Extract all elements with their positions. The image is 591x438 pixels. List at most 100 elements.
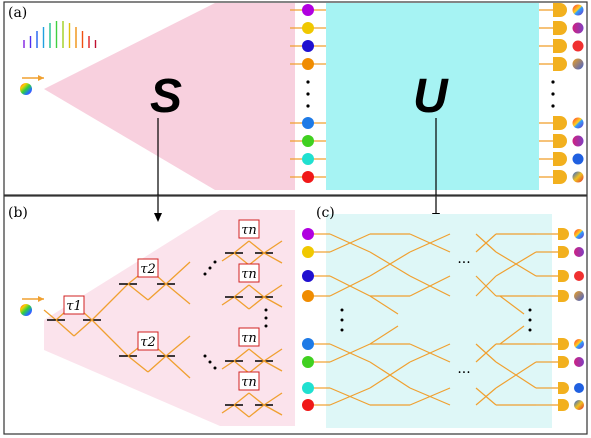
waveguide-line xyxy=(233,348,250,362)
panel-a-label: (a) xyxy=(8,5,27,21)
waveguide-line xyxy=(91,319,129,357)
panel-bc: (b) (c) τ1 τ2 τ2 τn τn xyxy=(3,195,588,435)
waveguide-line xyxy=(221,296,235,306)
waveguide-line xyxy=(263,392,283,406)
mesh-waveguide xyxy=(329,387,371,406)
waveguide-line xyxy=(233,404,250,418)
panel-b-label: (b) xyxy=(8,205,28,221)
detector-icon xyxy=(553,39,567,53)
mode-dot xyxy=(302,382,314,394)
ellipsis-dot xyxy=(213,366,217,370)
mode-dot xyxy=(302,246,314,258)
svg-text:τ1: τ1 xyxy=(66,299,81,314)
mode-dot xyxy=(302,171,314,183)
detector-icon xyxy=(558,228,569,240)
mixed-color-mode-icon xyxy=(572,117,584,129)
waveguide-line xyxy=(263,284,283,298)
mode-dot xyxy=(302,153,314,165)
mixed-color-mode-icon xyxy=(574,247,584,257)
mode-dot xyxy=(302,40,314,52)
svg-text:τ2: τ2 xyxy=(140,335,155,350)
waveguide-line xyxy=(233,240,250,254)
mesh-waveguide xyxy=(475,343,497,363)
mode-dot xyxy=(302,117,314,129)
mesh-waveguide xyxy=(409,233,451,253)
waveguide-line xyxy=(263,404,283,416)
interferometer-region xyxy=(326,214,552,428)
mesh-waveguide xyxy=(475,275,497,297)
mixed-color-mode-icon xyxy=(574,400,584,410)
detector-icon xyxy=(558,246,569,258)
delay-taun-1: τn xyxy=(238,219,260,239)
waveguide-line xyxy=(233,296,250,310)
waveguide-line xyxy=(43,309,57,321)
detector-icon xyxy=(558,399,569,411)
waveguide-line xyxy=(248,252,265,266)
mixed-color-mode-icon xyxy=(572,153,584,165)
delay-tau1: τ1 xyxy=(63,295,85,315)
svg-text:τn: τn xyxy=(241,375,257,390)
ellipsis-dot xyxy=(203,354,207,358)
mode-dots-bc xyxy=(302,228,584,411)
mesh-waveguide xyxy=(369,251,411,277)
waveguide-line xyxy=(147,355,167,373)
detector-icon xyxy=(553,134,567,148)
waveguide-line xyxy=(263,348,283,362)
waveguide-line xyxy=(248,404,265,418)
mode-dot xyxy=(302,228,314,240)
detector-icon xyxy=(558,338,569,350)
waveguide-line xyxy=(233,284,250,298)
waveguide-line xyxy=(248,348,265,362)
detector-icon xyxy=(553,57,567,71)
mixed-color-mode-icon xyxy=(574,229,584,239)
squeezer-symbol: S xyxy=(150,70,182,123)
ellipsis-dot xyxy=(208,360,212,364)
detector-icon xyxy=(558,382,569,394)
vertical-ellipsis-dot xyxy=(306,80,310,84)
mode-dot xyxy=(302,22,314,34)
ellipsis-dot xyxy=(264,316,268,320)
detector-icon xyxy=(558,270,569,282)
waveguide-line xyxy=(263,296,283,308)
vertical-ellipsis-dot xyxy=(528,328,532,332)
waveguide-line xyxy=(165,261,191,285)
delay-tree xyxy=(43,240,283,418)
detector-icon xyxy=(558,290,569,302)
mode-dot xyxy=(302,270,314,282)
mixed-color-mode-icon xyxy=(572,4,584,16)
svg-text:τn: τn xyxy=(241,331,257,346)
mesh-ellipsis-top: ··· xyxy=(457,255,470,271)
waveguide-line xyxy=(263,360,283,372)
vertical-ellipsis-dot xyxy=(340,308,344,312)
waveguide-line xyxy=(127,355,149,373)
ellipsis-dot xyxy=(208,266,212,270)
detector-icon xyxy=(553,116,567,130)
ellipsis-dot xyxy=(213,260,217,264)
ellipsis-dot xyxy=(264,324,268,328)
mesh-waveguide xyxy=(495,361,537,389)
detector-icon xyxy=(553,170,567,184)
mode-dot xyxy=(302,356,314,368)
spectrum-comb-icon xyxy=(23,21,97,48)
mode-dot xyxy=(302,135,314,147)
panel-bc-border xyxy=(3,195,588,435)
mesh-waveguide xyxy=(409,387,451,406)
mixed-color-mode-icon xyxy=(574,271,584,281)
interferometer-mesh xyxy=(314,233,552,406)
vertical-ellipsis-dot xyxy=(551,92,555,96)
svg-text:τ2: τ2 xyxy=(140,262,155,277)
waveguide-line xyxy=(91,283,129,321)
mesh-waveguide xyxy=(475,233,497,253)
detector-icon xyxy=(558,356,569,368)
waveguide-line xyxy=(221,360,235,370)
unitary-symbol: U xyxy=(413,70,449,123)
ellipsis-dot xyxy=(203,272,207,276)
waveguide-line xyxy=(233,252,250,266)
ellipsis-dot xyxy=(264,308,268,312)
svg-text:τn: τn xyxy=(241,267,257,282)
vertical-ellipsis-dot xyxy=(340,328,344,332)
waveguide-line xyxy=(127,283,149,301)
unitary-region xyxy=(326,3,539,190)
mixed-color-mode-icon xyxy=(572,171,584,183)
